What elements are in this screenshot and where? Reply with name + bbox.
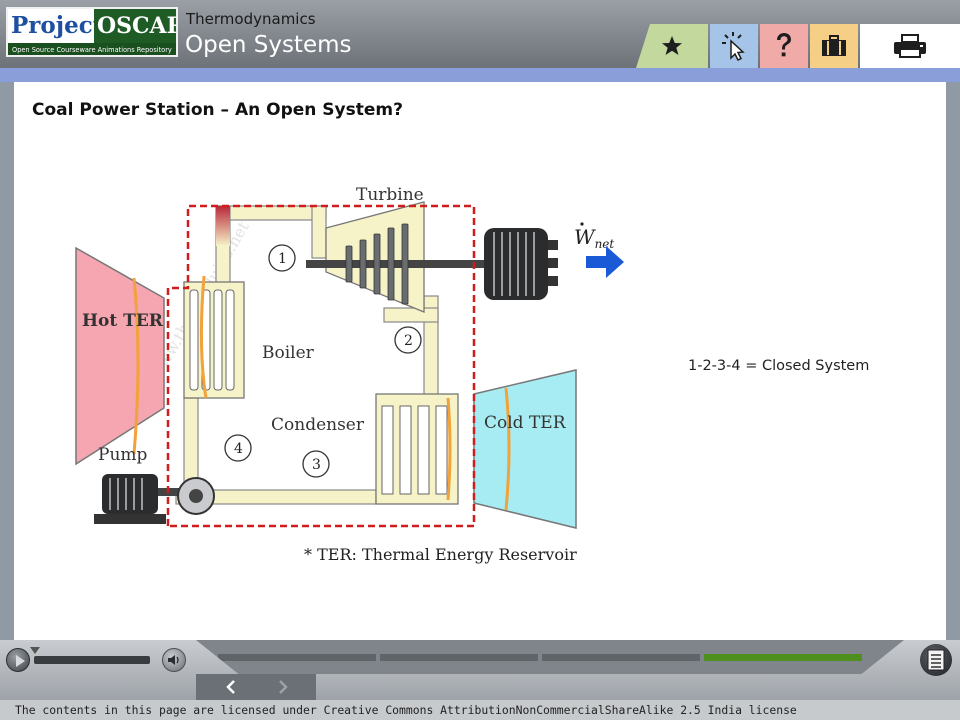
next-slide-button[interactable]	[258, 674, 308, 700]
progress-segment-4[interactable]	[704, 654, 862, 661]
condenser-tubes	[381, 405, 448, 495]
condenser-label: Condenser	[271, 415, 365, 435]
progress-segment-2[interactable]	[380, 654, 538, 661]
printer-icon	[894, 34, 926, 58]
boiler-label: Boiler	[262, 343, 315, 363]
diagram-footnote: * TER: Thermal Energy Reservoir	[304, 545, 577, 564]
cursor-icon	[722, 32, 745, 61]
chevron-left-icon	[226, 680, 235, 694]
state-point-1: 1	[278, 251, 287, 267]
nav-strip	[196, 674, 316, 700]
notes-button[interactable]	[920, 644, 952, 676]
content-panel: Coal Power Station – An Open System? www…	[14, 82, 946, 640]
slide-title: Coal Power Station – An Open System?	[32, 100, 403, 120]
progress-segment-3[interactable]	[542, 654, 700, 661]
header-accent-bar	[0, 68, 960, 82]
work-net-label: Wnet	[574, 225, 614, 251]
print-button[interactable]	[860, 24, 960, 68]
progress-segment-1[interactable]	[218, 654, 376, 661]
pump-unit	[94, 474, 215, 524]
license-notice: The contents in this page are licensed u…	[0, 700, 960, 720]
turbine-shaft	[306, 260, 486, 268]
work-symbol: W	[574, 225, 596, 249]
state-points: 1 2 3 4	[224, 244, 422, 478]
work-rate-dot	[580, 222, 584, 226]
state-point-2: 2	[404, 333, 413, 349]
page-title: Open Systems	[185, 32, 352, 58]
notes-icon	[927, 649, 945, 671]
chevron-right-icon	[279, 680, 288, 694]
state-point-4: 4	[234, 441, 243, 457]
volume-button[interactable]	[162, 648, 186, 672]
speaker-icon	[168, 655, 179, 665]
state-point-3: 3	[312, 457, 321, 473]
logo-tagline: Open Source Courseware Animations Reposi…	[8, 43, 176, 55]
system-boundary	[166, 204, 476, 528]
work-output-arrow-icon	[586, 246, 624, 278]
toolkit-button[interactable]	[810, 24, 858, 68]
hot-ter-label: Hot TER	[82, 311, 164, 331]
briefcase-icon	[822, 35, 846, 56]
play-button[interactable]	[6, 648, 30, 672]
interact-button[interactable]	[710, 24, 758, 68]
generator-unit	[484, 228, 558, 300]
help-button[interactable]	[760, 24, 808, 68]
power-station-diagram: www.thermofluids.net Hot TER Cold TER	[64, 148, 654, 582]
course-subject: Thermodynamics	[186, 10, 316, 28]
help-icon	[777, 33, 791, 57]
hot-ter-heat-line	[132, 277, 140, 455]
closed-system-caption: 1-2-3-4 = Closed System	[688, 358, 870, 374]
boiler-heat-line	[199, 275, 208, 399]
work-subscript: net	[595, 237, 615, 251]
turbine-blades	[345, 223, 409, 305]
star-icon	[662, 36, 682, 55]
pump-label: Pump	[98, 445, 148, 465]
app-header: Project OSCAR Open Source Courseware Ani…	[0, 0, 960, 68]
previous-slide-button[interactable]	[206, 674, 256, 700]
player-bar	[0, 640, 960, 700]
bookmark-button[interactable]	[636, 24, 708, 68]
cold-ter-reservoir	[473, 369, 577, 529]
logo-word-oscar: OSCAR	[94, 9, 176, 43]
seek-handle[interactable]	[30, 647, 40, 654]
seek-bar[interactable]	[34, 656, 150, 664]
logo-word-project: Project	[8, 9, 103, 43]
hot-steam-pipe	[216, 206, 230, 246]
cold-ter-label: Cold TER	[484, 413, 567, 433]
condenser-heat-line	[446, 397, 452, 501]
turbine-label: Turbine	[356, 185, 424, 205]
project-oscar-logo: Project OSCAR Open Source Courseware Ani…	[6, 7, 178, 57]
boiler-tubes	[189, 289, 235, 391]
toolbar	[636, 24, 960, 68]
cold-ter-heat-line	[504, 387, 511, 511]
slide-progress-track	[196, 640, 904, 674]
